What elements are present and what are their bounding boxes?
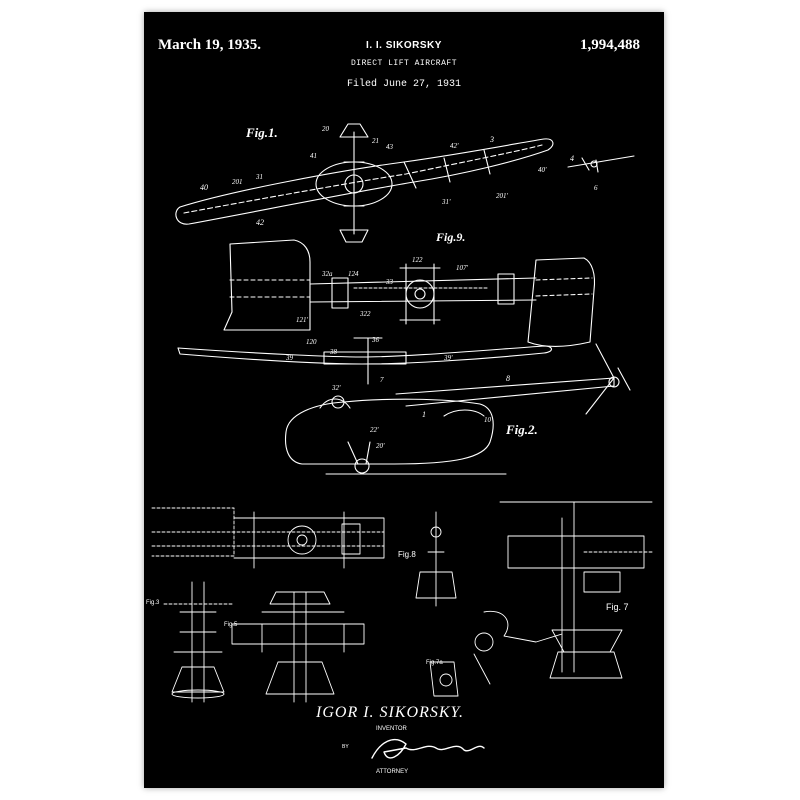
by-caption: BY: [342, 744, 349, 750]
ref-number: 4: [570, 154, 574, 163]
fig3-label: Fig.3: [146, 600, 160, 606]
ref-number: 10: [484, 416, 491, 424]
fig2-drawing: [177, 337, 631, 475]
ref-number: 21: [372, 137, 379, 145]
inventor-name: I. I. SIKORSKY: [366, 40, 442, 51]
ref-number: 7: [380, 376, 384, 384]
ref-number: 31': [442, 198, 451, 206]
fig7-label: Fig. 7: [606, 602, 629, 612]
ref-number: 122: [412, 256, 423, 264]
fig1-drawing: [175, 123, 635, 243]
filed-date: Filed June 27, 1931: [346, 79, 462, 90]
ref-number: 124: [348, 270, 359, 278]
fig9-label: Fig.9.: [436, 230, 466, 244]
fig1-label: Fig.1.: [246, 125, 278, 140]
patent-date: March 19, 1935.: [158, 37, 262, 53]
inventor-signature-name: IGOR I. SIKORSKY.: [316, 704, 464, 721]
fig1-tail-rotor: [567, 155, 635, 173]
ref-number: 1: [422, 410, 426, 419]
ref-number: 201: [232, 178, 243, 186]
patent-title: DIRECT LIFT AIRCRAFT: [350, 59, 457, 68]
fig9-hub: [405, 279, 435, 309]
ref-number: 201': [496, 192, 508, 200]
ref-number: 6: [594, 184, 598, 192]
fig2-main-rotor: [177, 345, 553, 365]
patent-drawings: [151, 123, 655, 759]
ref-number: 3: [490, 135, 494, 144]
ref-number: 41: [310, 152, 317, 160]
fig2-fuselage: [284, 398, 494, 465]
ref-number: 33: [386, 278, 393, 286]
fig2-tail-rotor: [585, 343, 631, 415]
ref-number: 121': [296, 316, 308, 324]
patent-poster: March 19, 1935. I. I. SIKORSKY DIRECT LI…: [144, 12, 664, 788]
ref-number: 40: [200, 183, 208, 192]
lower-detail-drawings: [151, 501, 655, 703]
ref-number: 22': [370, 426, 379, 434]
ref-number: 31: [256, 173, 263, 181]
fig1-blade-lower: [183, 144, 543, 214]
ref-number: 8: [506, 374, 510, 383]
fig9-right-blade: [527, 257, 596, 348]
fig9-left-blade: [223, 239, 311, 331]
ref-number: 38: [330, 348, 337, 356]
ref-number: 32': [332, 384, 341, 392]
fig9-drawing: [223, 239, 596, 348]
fig2-label: Fig.2.: [506, 422, 538, 437]
patent-number: 1,994,488: [580, 37, 640, 53]
inventor-caption: INVENTOR: [376, 726, 407, 732]
fig8-label: Fig.8: [398, 550, 416, 559]
ref-number: 43: [386, 143, 393, 151]
ref-number: 322: [360, 310, 371, 318]
attorney-caption: ATTORNEY: [376, 769, 409, 775]
fig7a-label: Fig.7a: [426, 660, 443, 666]
ref-number: 40': [538, 166, 547, 174]
fig2-tail-boom: [395, 377, 615, 407]
ref-number: 42': [450, 142, 459, 150]
ref-number: 39: [286, 354, 293, 362]
ref-number: 32a: [322, 270, 333, 278]
ref-number: 120: [306, 338, 317, 346]
attorney-signature: [371, 739, 485, 759]
ref-number: 36: [372, 336, 379, 344]
ref-number: 107': [456, 264, 468, 272]
ref-number: 42: [256, 218, 264, 227]
ref-number: 39': [444, 354, 453, 362]
ref-number: 20: [322, 125, 329, 133]
ref-number: 20': [376, 442, 385, 450]
fig5-label: Fig.5: [224, 622, 238, 628]
fig1-blade-upper: [175, 138, 554, 225]
